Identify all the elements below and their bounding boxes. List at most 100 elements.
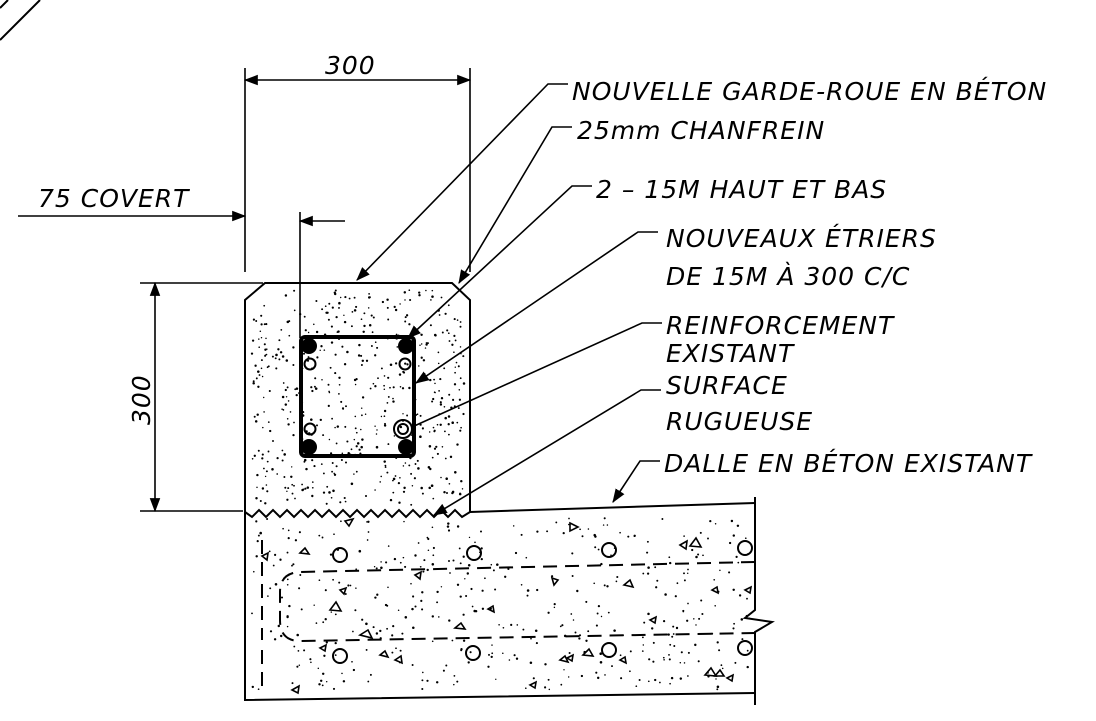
stipple-dot xyxy=(265,337,267,340)
stipple-dot xyxy=(299,574,302,576)
stipple-dot xyxy=(532,677,535,680)
stipple-dot xyxy=(353,296,356,299)
existing-dowel-bars xyxy=(303,357,413,439)
stipple-dot xyxy=(253,454,256,457)
stipple-dot xyxy=(269,630,273,633)
stipple-dot xyxy=(369,387,372,390)
callout-existing-slab: DALLE EN BÉTON EXISTANT xyxy=(664,449,1033,478)
dimension-top-width-label: 300 xyxy=(325,51,376,80)
stipple-dot xyxy=(459,562,462,565)
stipple-dot xyxy=(296,665,299,668)
stipple-dot xyxy=(286,490,288,493)
curb-stipple xyxy=(250,289,466,506)
stipple-dot xyxy=(370,345,373,347)
stipple-dot xyxy=(258,346,261,349)
stipple-dot xyxy=(525,687,527,689)
stipple-dot xyxy=(268,550,271,553)
stipple-dot xyxy=(315,330,319,334)
stipple-dot xyxy=(311,481,314,483)
dimension-cover-label: 75 COVERT xyxy=(38,184,190,213)
stipple-dot xyxy=(697,553,700,556)
stipple-dot xyxy=(553,603,556,606)
stipple-dot xyxy=(267,365,270,368)
stipple-dot xyxy=(266,348,268,350)
stipple-dot xyxy=(462,382,466,385)
stipple-dot xyxy=(652,641,655,644)
stipple-dot xyxy=(351,660,353,663)
stipple-dot xyxy=(420,333,423,337)
stipple-dot xyxy=(375,445,379,449)
stipple-dot xyxy=(306,486,310,489)
stipple-dot xyxy=(334,641,337,645)
stipple-dot xyxy=(293,289,296,292)
stipple-dot xyxy=(361,414,363,417)
stipple-dot xyxy=(334,353,337,356)
stipple-dot xyxy=(656,579,659,582)
stipple-dot xyxy=(254,420,258,423)
stipple-dot xyxy=(281,355,285,358)
stipple-dot xyxy=(385,561,388,564)
stipple-dot xyxy=(454,366,456,368)
stipple-dot xyxy=(458,389,461,391)
stipple-dot xyxy=(375,567,378,570)
stipple-dot xyxy=(453,334,456,337)
stipple-dot xyxy=(464,578,466,580)
stipple-dot xyxy=(516,624,519,626)
stipple-dot xyxy=(263,304,266,307)
stipple-dot xyxy=(280,328,283,331)
stipple-dot xyxy=(534,629,538,632)
stipple-dot xyxy=(342,408,344,410)
stipple-dot xyxy=(646,572,650,575)
stipple-dot xyxy=(444,312,447,315)
stipple-dot xyxy=(263,323,266,326)
stipple-dot xyxy=(402,556,405,559)
stipple-dot xyxy=(432,554,435,557)
stipple-dot xyxy=(377,377,379,380)
stipple-dot xyxy=(256,413,259,416)
stipple-dot xyxy=(580,674,584,678)
stipple-dot xyxy=(447,332,450,335)
stipple-dot xyxy=(330,496,333,499)
stipple-dot xyxy=(675,626,679,630)
stipple-dot xyxy=(432,546,435,550)
stipple-dot xyxy=(269,587,272,590)
stipple-dot xyxy=(603,584,606,587)
stipple-dot xyxy=(695,555,698,559)
stipple-dot xyxy=(687,651,690,654)
stipple-dot xyxy=(355,305,358,308)
stipple-dot xyxy=(459,377,462,380)
stipple-dot xyxy=(338,383,341,386)
stipple-dot xyxy=(648,658,651,661)
stipple-dot xyxy=(383,424,387,427)
stipple-dot xyxy=(301,483,304,486)
stipple-dot xyxy=(593,533,596,537)
stipple-dot xyxy=(368,323,372,327)
stipple-dot xyxy=(448,482,451,485)
stipple-dot xyxy=(410,503,413,506)
stipple-dot xyxy=(444,457,447,460)
stipple-dot xyxy=(321,379,323,381)
stipple-dot xyxy=(352,630,354,633)
stipple-dot xyxy=(714,522,717,525)
stipple-dot xyxy=(654,566,657,569)
stipple-dot xyxy=(297,650,300,652)
stipple-dot xyxy=(403,291,407,294)
stipple-dot xyxy=(292,433,295,437)
slab-aggregate-triangles xyxy=(260,517,753,695)
stipple-dot xyxy=(289,411,292,413)
stipple-dot xyxy=(251,457,254,460)
stipple-dot xyxy=(587,528,590,530)
stipple-dot xyxy=(367,307,370,309)
stipple-dot xyxy=(318,579,321,582)
stipple-dot xyxy=(365,648,368,651)
stipple-dot xyxy=(555,521,558,524)
stipple-dot xyxy=(369,673,372,676)
stipple-dot xyxy=(275,353,278,357)
stipple-dot xyxy=(392,400,395,403)
stipple-dot xyxy=(480,547,483,550)
stipple-dot xyxy=(417,467,420,470)
stipple-dot xyxy=(479,530,483,533)
stipple-dot xyxy=(668,658,671,661)
stipple-dot xyxy=(333,473,337,476)
stipple-dot xyxy=(469,651,472,654)
